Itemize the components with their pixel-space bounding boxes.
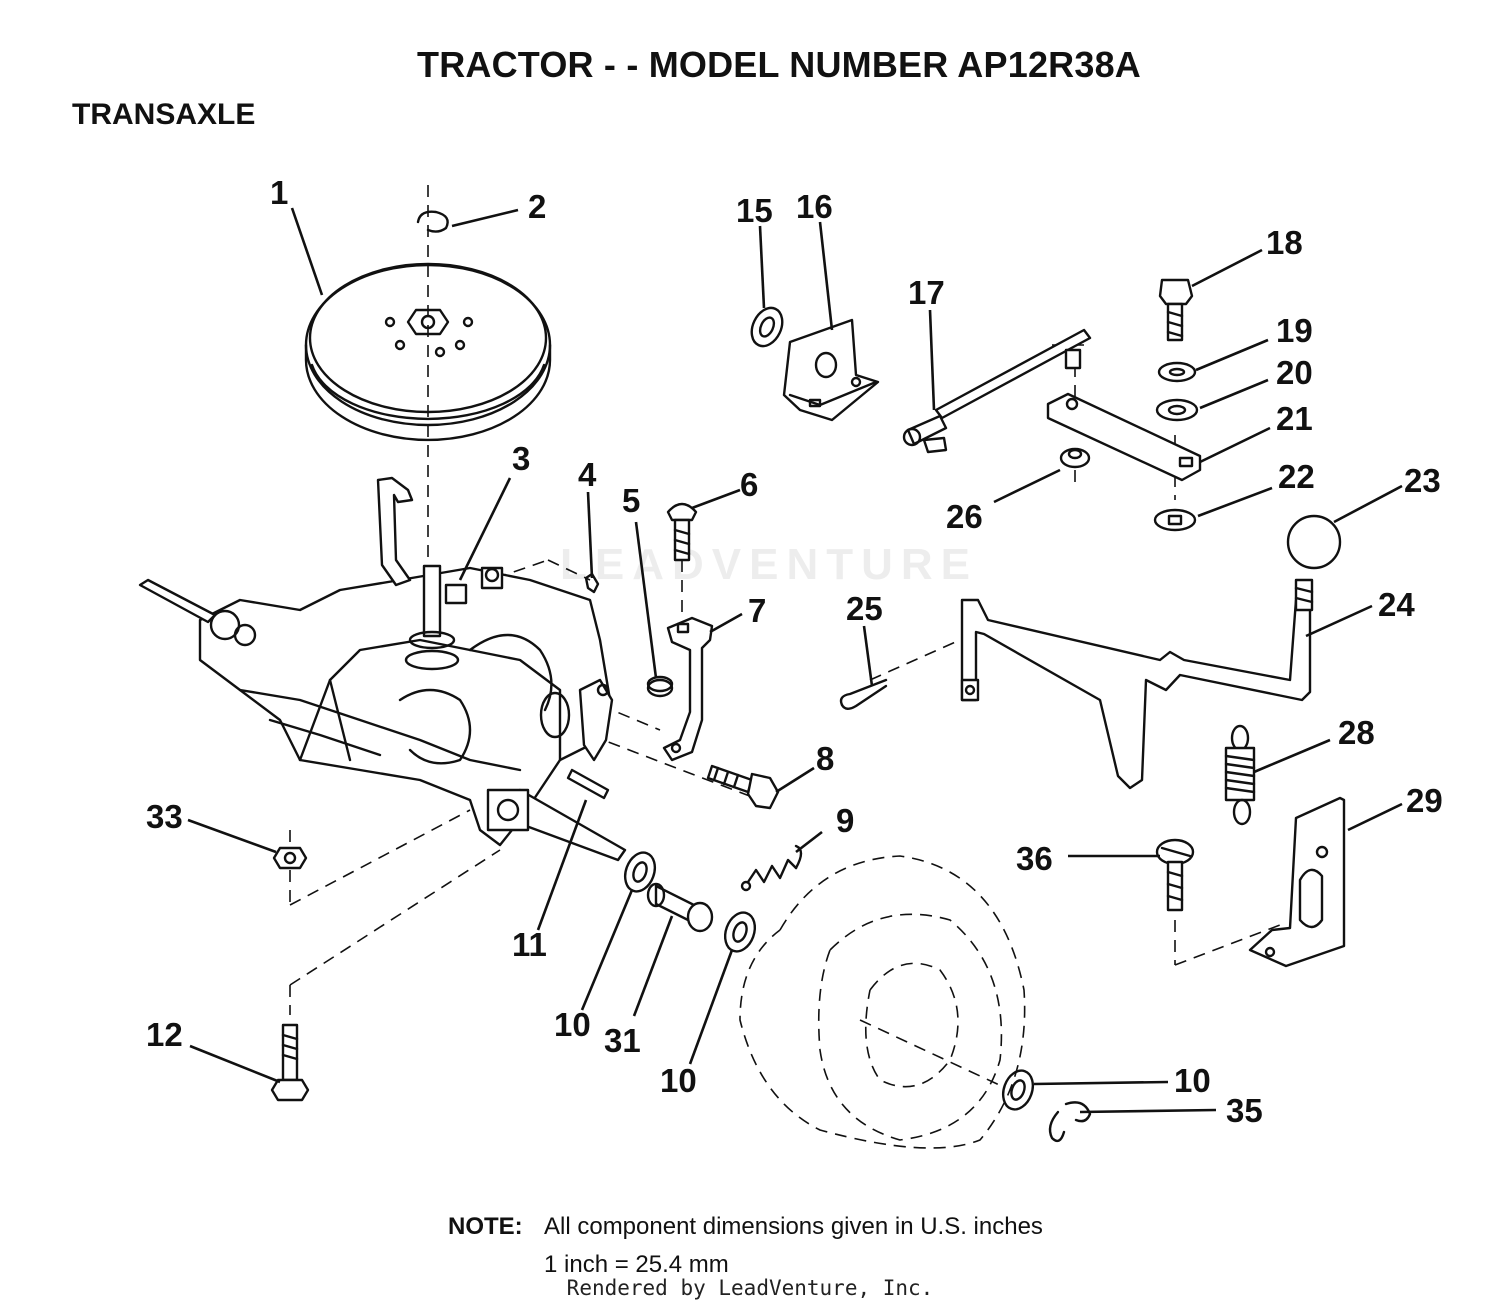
section-title: TRANSAXLE xyxy=(72,98,256,131)
callout-29: 29 xyxy=(1406,782,1443,819)
callout-21: 21 xyxy=(1276,400,1313,437)
flat-washer-a xyxy=(623,851,657,893)
hex-bolt xyxy=(706,764,780,810)
flat-washer-b xyxy=(723,911,757,953)
return-spring xyxy=(1224,724,1256,826)
unit-conversion: 1 inch = 25.4 mm xyxy=(544,1251,729,1278)
callout-5: 5 xyxy=(622,482,640,519)
callout-10-c: 10 xyxy=(1174,1062,1211,1099)
shift-rod xyxy=(902,328,1092,454)
flange-nut xyxy=(1059,447,1091,469)
cotter-pin xyxy=(839,678,888,710)
callout-25: 25 xyxy=(846,590,883,627)
axle-key xyxy=(566,768,610,800)
spring-bracket xyxy=(1248,796,1346,968)
shoulder-bolt xyxy=(270,1023,310,1102)
leader-lines xyxy=(187,207,1403,1114)
flat-washer-large xyxy=(1155,398,1199,422)
callout-22: 22 xyxy=(1278,458,1315,495)
spacer-sleeve xyxy=(646,882,714,933)
callout-18: 18 xyxy=(1266,224,1303,261)
callout-labels: 1 2 3 4 5 6 7 8 9 10 10 10 11 12 15 16 1… xyxy=(146,174,1443,1129)
callout-2: 2 xyxy=(528,188,546,225)
hex-head-bolt xyxy=(1158,278,1194,342)
callout-15: 15 xyxy=(736,192,773,229)
shift-knob xyxy=(1286,514,1342,570)
callout-35: 35 xyxy=(1226,1092,1263,1129)
callout-9: 9 xyxy=(836,802,854,839)
shift-lever xyxy=(960,578,1314,790)
bushing-washer xyxy=(750,306,784,348)
note-label: NOTE: xyxy=(448,1213,523,1240)
callout-33: 33 xyxy=(146,798,183,835)
callout-19: 19 xyxy=(1276,312,1313,349)
callout-28: 28 xyxy=(1338,714,1375,751)
mounting-bracket xyxy=(662,616,714,762)
callout-17: 17 xyxy=(908,274,945,311)
transaxle-housing xyxy=(138,476,627,862)
footer-credit: Rendered by LeadVenture, Inc. xyxy=(566,1276,934,1300)
callout-7: 7 xyxy=(748,592,766,629)
callout-26: 26 xyxy=(946,498,983,535)
callout-36: 36 xyxy=(1016,840,1053,877)
callout-12: 12 xyxy=(146,1016,183,1053)
lock-nut xyxy=(272,846,308,870)
link-plate xyxy=(1046,392,1202,482)
e-clip xyxy=(1048,1101,1092,1143)
callout-31: 31 xyxy=(604,1022,641,1059)
callout-11: 11 xyxy=(512,926,547,963)
retaining-clip xyxy=(416,210,449,233)
angle-bracket xyxy=(782,318,880,422)
callout-23: 23 xyxy=(1404,462,1441,499)
page-title: TRACTOR - - MODEL NUMBER AP12R38A xyxy=(417,44,1141,85)
extension-spring xyxy=(740,844,803,892)
callout-8: 8 xyxy=(816,740,834,777)
rear-wheel-outline xyxy=(739,855,1026,1149)
callout-20: 20 xyxy=(1276,354,1313,391)
callout-1: 1 xyxy=(270,174,288,211)
note-block: NOTE: All component dimensions given in U… xyxy=(448,1208,1043,1284)
pulley xyxy=(304,262,552,442)
callout-3: 3 xyxy=(512,440,530,477)
lock-washer xyxy=(1157,361,1197,383)
callout-10-b: 10 xyxy=(660,1062,697,1099)
callout-10-a: 10 xyxy=(554,1006,591,1043)
callout-24: 24 xyxy=(1378,586,1415,623)
callout-16: 16 xyxy=(796,188,833,225)
callout-6: 6 xyxy=(740,466,758,503)
carriage-bolt xyxy=(666,502,698,562)
watermark: LEADVENTURE xyxy=(560,540,979,589)
hex-nut xyxy=(646,675,674,698)
assembly-lines xyxy=(289,185,1281,1091)
square-hole-washer xyxy=(1153,508,1197,532)
flat-washer-c xyxy=(1001,1069,1035,1111)
machine-screw xyxy=(1155,838,1195,912)
note-text: All component dimensions given in U.S. i… xyxy=(544,1213,1043,1240)
callout-4: 4 xyxy=(578,456,597,493)
